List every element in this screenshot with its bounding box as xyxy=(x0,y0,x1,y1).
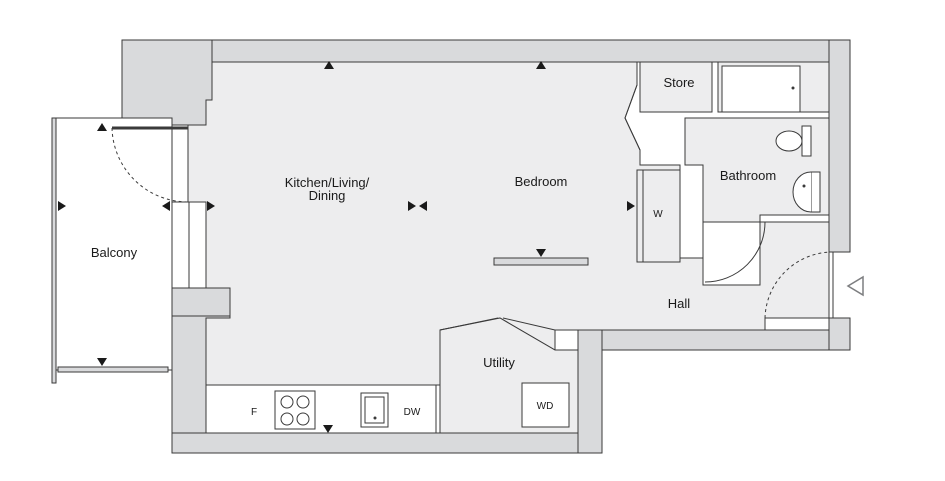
marker-triangle-icon xyxy=(323,425,333,433)
hob-icon xyxy=(274,390,316,430)
utility-room xyxy=(439,317,579,434)
label-kitchen-line2: Dining xyxy=(309,188,346,203)
label-dishwasher: DW xyxy=(404,407,421,418)
washer-dryer xyxy=(521,382,570,428)
sink-icon xyxy=(360,392,389,428)
toilet-icon xyxy=(775,125,812,157)
marker-triangle-icon xyxy=(97,358,107,366)
label-store: Store xyxy=(663,75,694,90)
label-bathroom: Bathroom xyxy=(720,168,776,183)
wardrobe xyxy=(636,169,681,263)
door-swings xyxy=(111,84,834,331)
marker-triangle-icon xyxy=(627,201,635,211)
marker-triangle-icon xyxy=(408,201,416,211)
orientation-markers xyxy=(58,61,635,433)
label-utility: Utility xyxy=(483,355,515,370)
bedroom-partition xyxy=(493,257,589,266)
marker-triangle-icon xyxy=(419,201,427,211)
label-hall: Hall xyxy=(668,296,691,311)
label-kitchen-line1: Kitchen/Living/ xyxy=(285,175,370,190)
label-washer-dryer: WD xyxy=(537,401,554,412)
label-wardrobe: W xyxy=(653,209,663,220)
marker-triangle-icon xyxy=(536,61,546,69)
balcony xyxy=(51,117,207,384)
room-labels: Kitchen/Living/ Dining Bedroom Store Bat… xyxy=(91,75,776,418)
label-fridge: F xyxy=(251,407,257,418)
marker-triangle-icon xyxy=(97,123,107,131)
marker-triangle-icon xyxy=(536,249,546,257)
label-balcony: Balcony xyxy=(91,245,138,260)
label-bedroom: Bedroom xyxy=(515,174,568,189)
bathroom-room xyxy=(684,65,830,223)
marker-triangle-icon xyxy=(58,201,66,211)
kitchen-counter xyxy=(205,384,437,434)
marker-triangle-icon xyxy=(207,201,215,211)
marker-triangle-icon xyxy=(324,61,334,69)
bath-icon xyxy=(721,65,801,113)
marker-triangle-icon xyxy=(162,201,170,211)
basin-icon xyxy=(792,171,821,213)
entrance-arrow-icon xyxy=(846,275,864,297)
